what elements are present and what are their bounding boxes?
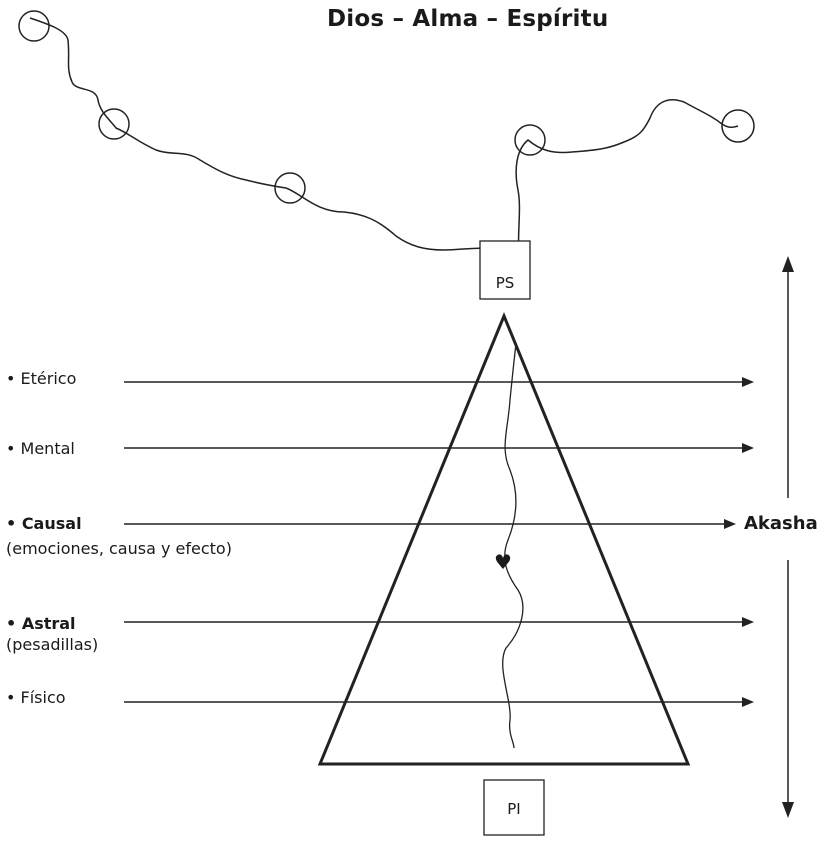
diagram-title: Dios – Alma – Espíritu [327,6,609,32]
vertical-arrowhead-down [782,802,794,818]
heart-icon: ♥ [494,550,512,574]
arrowhead-causal [724,519,736,529]
arrowhead-astral [742,617,754,627]
circle-node [18,10,50,42]
plane-arrows [124,377,754,707]
plane-label-eterico: • Etérico [6,368,76,390]
bullet: • [6,688,16,707]
plane-note-astral: (pesadillas) [6,635,99,654]
bullet: • [6,514,17,533]
plane-label-fisico: • Físico [6,687,66,709]
plane-note-causal: (emociones, causa y efecto) [6,539,232,558]
plane-name: Mental [20,439,75,458]
plane-label-astral: • Astral [6,613,76,635]
circle-node [721,109,755,143]
plane-label-causal: • Causal [6,513,82,535]
arrowhead-eterico [742,377,754,387]
bullet: • [6,614,17,633]
plane-name: Etérico [20,369,77,388]
plane-name: Causal [21,514,82,533]
soul-path-right [515,98,739,259]
pi-box [483,779,545,836]
inner-path [502,343,524,749]
soul-path-left [29,17,525,259]
circle-node [98,108,130,140]
plane-name: Astral [21,614,76,633]
pi-label: PI [507,800,521,818]
arrowhead-fisico [742,697,754,707]
ps-box [479,240,531,300]
arrowhead-mental [742,443,754,453]
bullet: • [6,439,16,458]
vertical-arrowhead-up [782,256,794,272]
plane-name: Físico [20,688,66,707]
circle-node [274,172,306,204]
pyramid-triangle [317,312,691,766]
circle-node [514,124,546,156]
ps-label: PS [495,274,515,292]
bullet: • [6,369,16,388]
akasha-label: Akasha [744,513,818,534]
plane-label-mental: • Mental [6,438,75,460]
